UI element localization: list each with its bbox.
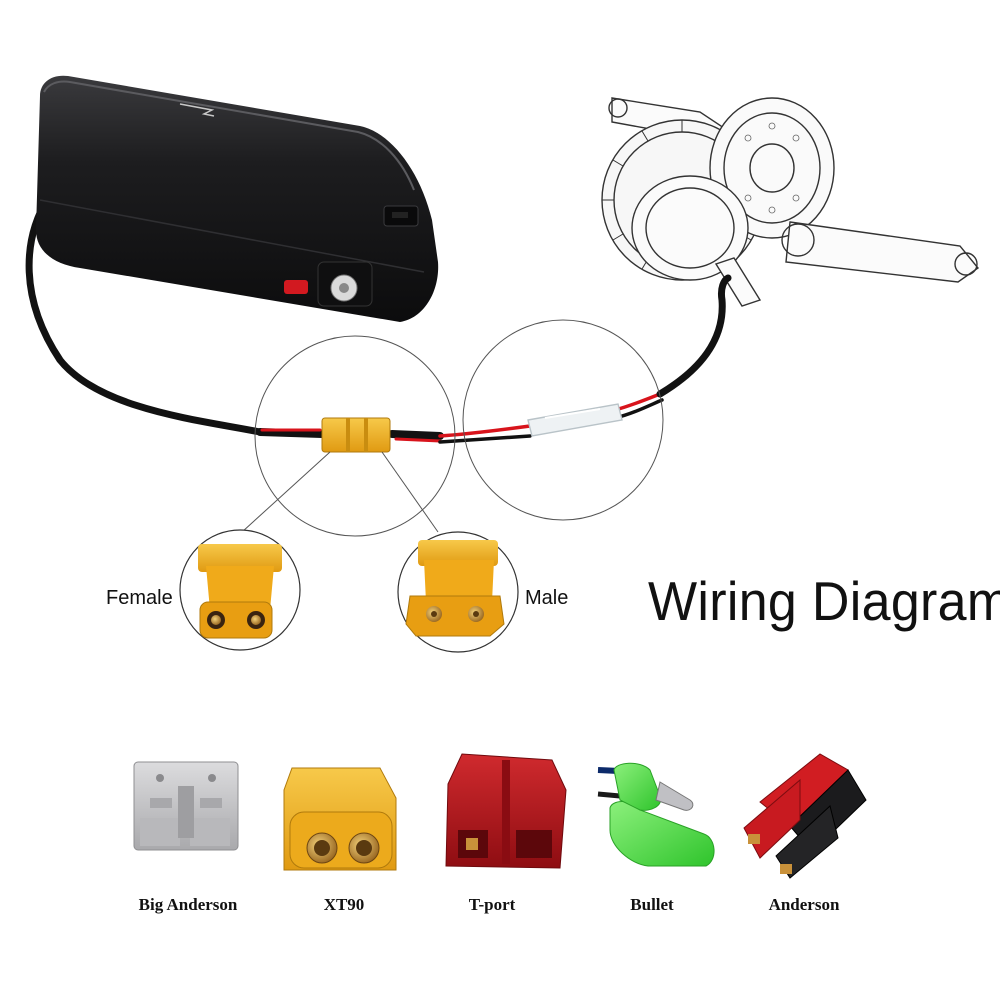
zoom-circle-left (254, 335, 456, 537)
zoom-circle-right (462, 319, 664, 521)
t-port-connector-image (445, 753, 567, 869)
connector-label-anderson: Anderson (768, 895, 840, 914)
connector-label-t-port: T-port (468, 895, 516, 914)
xt60-connector-inline (321, 417, 391, 453)
anderson-connector-image (743, 753, 867, 879)
connector-label-big-anderson: Big Anderson (138, 895, 238, 914)
connector-label-bullet: Bullet (630, 895, 674, 914)
xt90-connector-image (283, 767, 397, 871)
female-label: Female (106, 587, 173, 609)
big-anderson-connector-image (133, 761, 239, 851)
diagram-title: Wiring Diagram (648, 571, 1000, 633)
bullet-connector-image (597, 762, 715, 867)
male-connector-detail (397, 531, 519, 653)
bullet-heat-shrink (527, 403, 623, 437)
battery-pack (36, 75, 439, 322)
mid-drive-motor-sketch (601, 97, 980, 307)
pointer-lines (241, 451, 439, 533)
male-label: Male (525, 587, 569, 609)
connector-label-xt90: XT90 (323, 895, 365, 914)
female-connector-detail (179, 529, 301, 651)
